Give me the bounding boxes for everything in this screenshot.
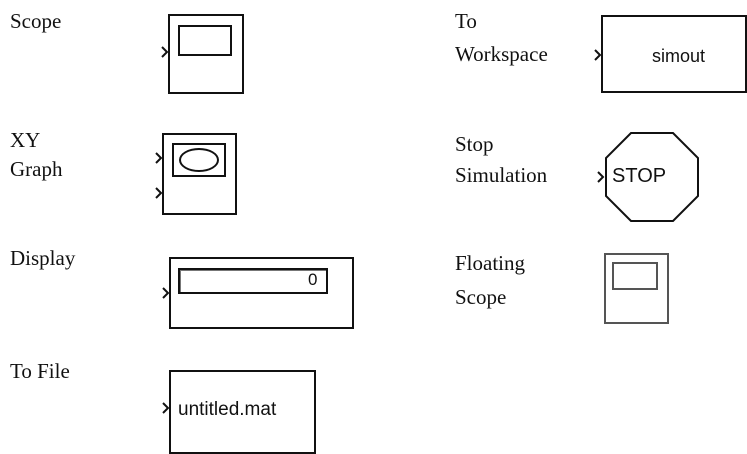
to-workspace-label-line2: Workspace bbox=[455, 42, 548, 66]
xy-graph-label-line1: XY bbox=[10, 128, 41, 152]
floating-scope-label-line2: Scope bbox=[455, 285, 507, 309]
scope-input-port[interactable] bbox=[160, 45, 170, 59]
to-workspace-block-body bbox=[601, 15, 747, 93]
to-workspace-label-line1: To bbox=[455, 9, 477, 33]
display-label: Display bbox=[10, 246, 76, 270]
scope-block-body bbox=[168, 14, 244, 94]
stop-simulation-label-line2: Simulation bbox=[455, 163, 548, 187]
floating-scope-screen bbox=[612, 262, 658, 290]
xy-graph-ellipse bbox=[179, 148, 219, 172]
display-value: 0 bbox=[308, 270, 318, 289]
to-file-filename: untitled.mat bbox=[178, 399, 277, 420]
to-workspace-variable: simout bbox=[652, 46, 706, 66]
floating-scope-block-body bbox=[604, 253, 669, 324]
floating-scope-label-line1: Floating bbox=[455, 251, 526, 275]
scope-screen bbox=[178, 25, 232, 56]
stop-octagon bbox=[605, 132, 699, 222]
to-file-input-port[interactable] bbox=[161, 401, 171, 415]
display-value-field bbox=[178, 268, 328, 294]
xy-graph-input-port-y[interactable] bbox=[154, 186, 164, 200]
stop-simulation-input-port[interactable] bbox=[596, 170, 606, 184]
stop-simulation-label-line1: Stop bbox=[455, 132, 494, 156]
display-input-port[interactable] bbox=[161, 286, 171, 300]
to-file-label: To File bbox=[10, 359, 70, 383]
xy-graph-screen bbox=[172, 143, 226, 177]
scope-label: Scope bbox=[10, 9, 62, 33]
xy-graph-input-port-x[interactable] bbox=[154, 151, 164, 165]
xy-graph-block-body bbox=[162, 133, 237, 215]
display-block-body bbox=[169, 257, 354, 329]
xy-graph-label-line2: Graph bbox=[10, 157, 63, 181]
to-workspace-input-port[interactable] bbox=[593, 48, 603, 62]
stop-text: STOP bbox=[612, 165, 667, 187]
